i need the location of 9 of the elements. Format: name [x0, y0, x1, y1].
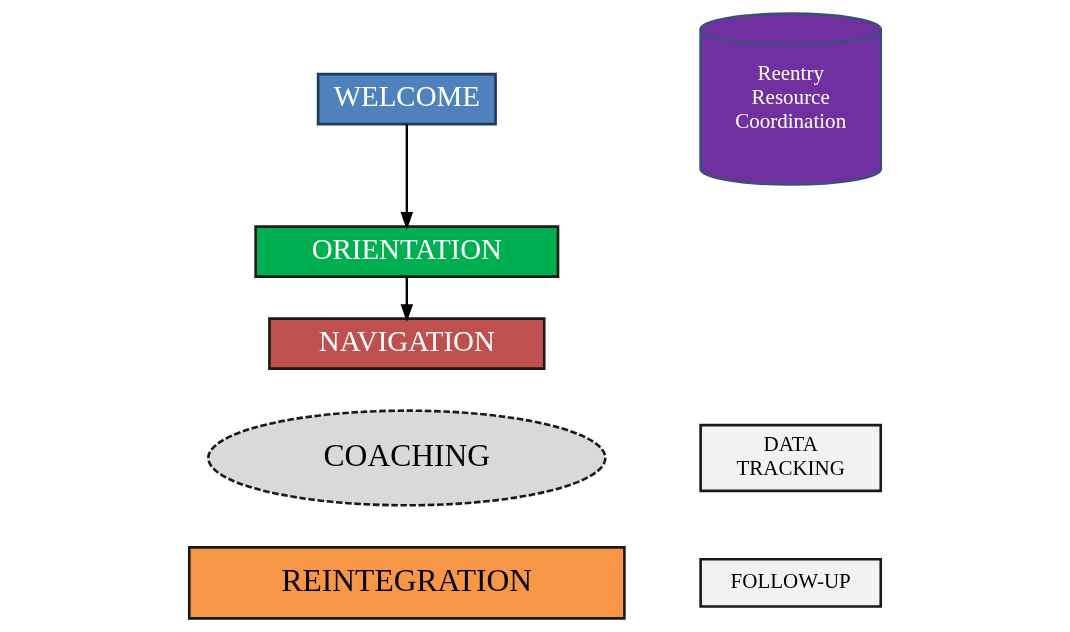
arrow — [400, 124, 414, 230]
node-box: WELCOME — [316, 72, 497, 126]
arrow — [400, 276, 414, 323]
node-ellipse: COACHING — [207, 409, 607, 507]
node-box: NAVIGATION — [268, 317, 546, 370]
node-box: FOLLOW-UP — [699, 557, 883, 608]
node-box: DATA TRACKING — [699, 423, 883, 493]
node-box: ORIENTATION — [254, 225, 560, 278]
node-box: REINTEGRATION — [187, 546, 626, 620]
